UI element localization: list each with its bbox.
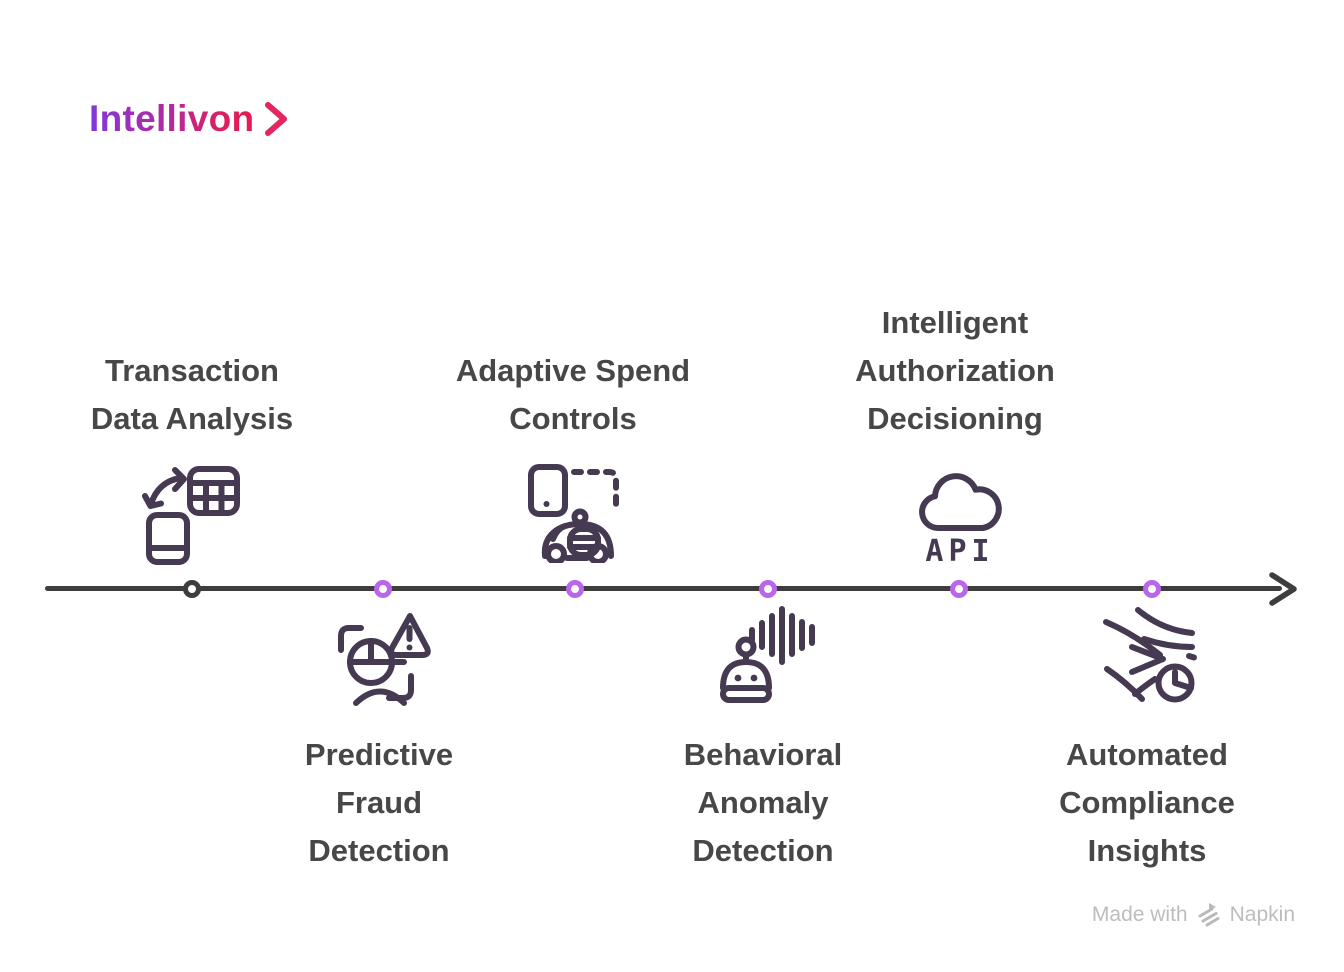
api-label: API xyxy=(925,534,994,564)
timeline-dot-2 xyxy=(374,580,392,598)
bottom-item-label-1: Predictive Fraud Detection xyxy=(304,737,454,868)
timeline-axis xyxy=(45,586,1282,591)
bottom-item-label-3: Automated Compliance Insights xyxy=(1059,737,1235,868)
fraud-scan-warning-icon xyxy=(338,613,431,706)
timeline-dot-3 xyxy=(566,580,584,598)
flow-clock-icon xyxy=(1103,607,1197,703)
timeline-dot-4 xyxy=(759,580,777,598)
brand-chevron-icon xyxy=(265,102,288,136)
phone-data-table-icon xyxy=(142,466,240,565)
napkin-logo-icon xyxy=(1198,903,1220,927)
timeline-arrow-icon xyxy=(1269,572,1297,606)
robot-waveform-icon xyxy=(720,606,815,703)
top-item-label-3: Intelligent Authorization Decisioning xyxy=(855,305,1055,436)
bottom-item-label-2: Behavioral Anomaly Detection xyxy=(683,737,843,868)
cloud-api-icon: API xyxy=(919,473,1002,564)
timeline-dot-6 xyxy=(1143,580,1161,598)
top-item-label-1: Transaction Data Analysis xyxy=(90,353,294,436)
watermark-prefix: Made with xyxy=(1091,903,1188,926)
brand-logo: Intellivon xyxy=(89,98,290,140)
top-item-label-2: Adaptive Spend Controls xyxy=(455,353,691,436)
brand-wordmark: Intellivon xyxy=(89,98,255,139)
card-smart-car-icon xyxy=(528,464,619,563)
watermark: Made with Napkin xyxy=(1092,902,1295,928)
timeline-dot-1 xyxy=(183,580,201,598)
watermark-brand: Napkin xyxy=(1229,903,1295,926)
timeline-dot-5 xyxy=(950,580,968,598)
